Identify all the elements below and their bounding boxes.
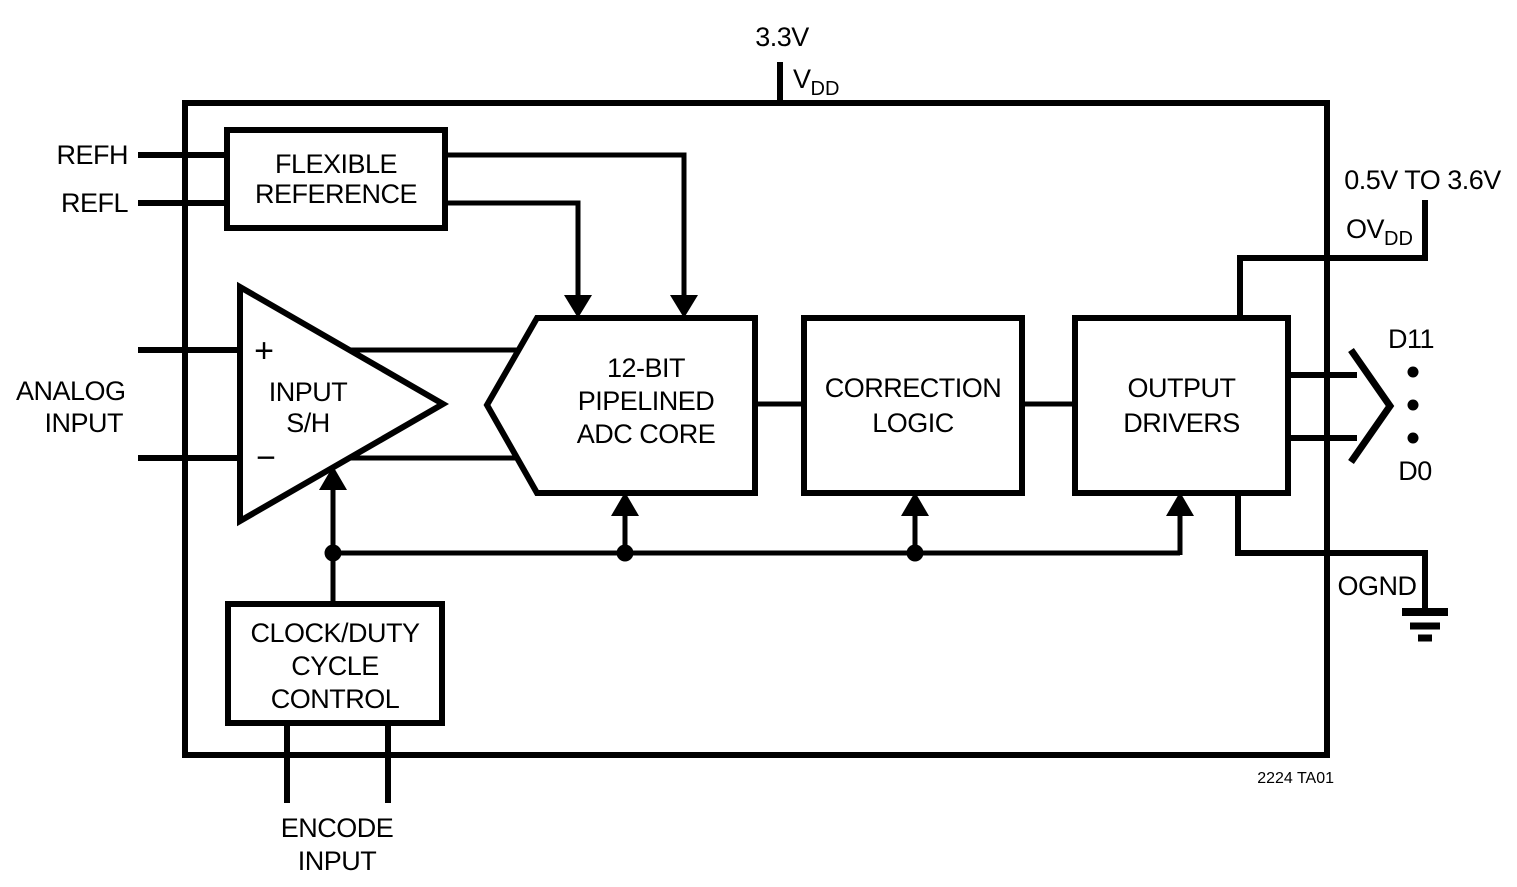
encode-input-line1: ENCODE	[280, 813, 394, 843]
d0-pin-label: D0	[1375, 456, 1455, 486]
clock-control-line2: CYCLE	[291, 651, 379, 681]
output-drivers-label: OUTPUT DRIVERS	[1075, 318, 1288, 493]
supply-voltage-text: 3.3V	[755, 22, 809, 52]
supply-voltage-label: 3.3V	[702, 22, 862, 52]
d0-text: D0	[1398, 456, 1432, 486]
footnote-text: 2224 TA01	[1257, 770, 1334, 787]
clock-to-sh-arrow	[319, 466, 347, 604]
refh-text: REFH	[56, 140, 129, 170]
up-arrowhead-icon	[319, 466, 347, 490]
vdd-pin-label: VDD	[793, 64, 840, 100]
flexible-reference-line2: REFERENCE	[254, 179, 418, 209]
correction-logic-line2: LOGIC	[872, 407, 954, 438]
bus-ellipsis-dots	[1407, 366, 1419, 444]
plus-sign-label: +	[244, 334, 284, 368]
minus-sign-label: −	[246, 441, 286, 475]
correction-logic-label: CORRECTION LOGIC	[804, 318, 1022, 493]
ovdd-base-text: OV	[1346, 214, 1385, 244]
flexible-reference-line1: FLEXIBLE	[274, 149, 398, 179]
ground-icon	[1402, 608, 1448, 642]
flexible-reference-label: FLEXIBLE REFERENCE	[227, 130, 445, 228]
ovdd-voltage-text: 0.5V TO 3.6V	[1344, 165, 1501, 195]
d11-text: D11	[1387, 324, 1435, 354]
flexible-reference-block	[224, 127, 448, 231]
analog-input-line2: INPUT	[44, 408, 124, 438]
ognd-text: OGND	[1337, 571, 1418, 601]
vdd-base-text: V	[793, 64, 811, 94]
refh-pin-label: REFH	[36, 140, 129, 170]
ovdd-voltage-label: 0.5V TO 3.6V	[1340, 165, 1505, 195]
analog-input-line1: ANALOG	[16, 376, 126, 406]
down-arrowhead-icon	[564, 295, 592, 318]
encode-input-line2: INPUT	[297, 846, 377, 876]
refl-pin-label: REFL	[36, 188, 129, 218]
input-sh-line1: INPUT	[268, 377, 348, 407]
adc-core-line2: PIPELINED	[577, 386, 715, 416]
ovdd-pin-line	[1237, 200, 1428, 318]
clock-control-line3: CONTROL	[270, 684, 400, 714]
clock-control-block	[225, 601, 445, 726]
correction-logic-block	[801, 315, 1025, 496]
down-arrowhead-icon	[670, 295, 698, 318]
input-sh-label: INPUT S/H	[248, 377, 368, 439]
up-arrowhead-icon	[1166, 492, 1194, 516]
reference-to-adc-wire-1	[445, 152, 698, 318]
up-arrowhead-icon	[611, 492, 639, 516]
clock-control-line1: CLOCK/DUTY	[250, 618, 420, 648]
ovdd-subscript-text: DD	[1384, 228, 1413, 250]
up-arrowhead-icon	[901, 492, 929, 516]
reference-to-adc-wire-2	[445, 200, 592, 318]
minus-sign-text: −	[256, 439, 276, 477]
encode-input-label: ENCODE INPUT	[255, 812, 419, 878]
vdd-subscript-text: DD	[810, 78, 840, 100]
analog-input-label: ANALOG INPUT	[16, 375, 126, 439]
data-bus-arrow-icon	[1348, 347, 1395, 465]
input-sh-triangle	[237, 281, 450, 527]
output-drivers-line2: DRIVERS	[1123, 407, 1240, 438]
ognd-pin-line	[1235, 493, 1428, 612]
refl-text: REFL	[60, 188, 129, 218]
output-drivers-line1: OUTPUT	[1127, 372, 1237, 403]
clock-to-correction-arrow	[901, 492, 929, 553]
figure-footnote: 2224 TA01	[1230, 770, 1334, 788]
ovdd-pin-label: OVDD	[1346, 214, 1413, 250]
correction-logic-line1: CORRECTION	[824, 372, 1002, 403]
adc-core-line3: ADC CORE	[576, 419, 716, 449]
chip-boundary	[182, 100, 1330, 758]
plus-sign-text: +	[254, 332, 274, 370]
clock-to-adc-arrow	[611, 492, 639, 553]
output-drivers-block	[1072, 315, 1291, 496]
adc-core-line1: 12-BIT	[606, 353, 686, 383]
input-sh-line2: S/H	[286, 408, 330, 438]
clock-to-output-arrow	[1166, 492, 1194, 555]
d11-pin-label: D11	[1371, 324, 1451, 354]
ognd-pin-label: OGND	[1337, 571, 1418, 601]
clock-control-label: CLOCK/DUTY CYCLE CONTROL	[228, 607, 442, 726]
adc-core-label: 12-BIT PIPELINED ADC CORE	[537, 352, 755, 451]
junction-dots	[324, 544, 924, 562]
